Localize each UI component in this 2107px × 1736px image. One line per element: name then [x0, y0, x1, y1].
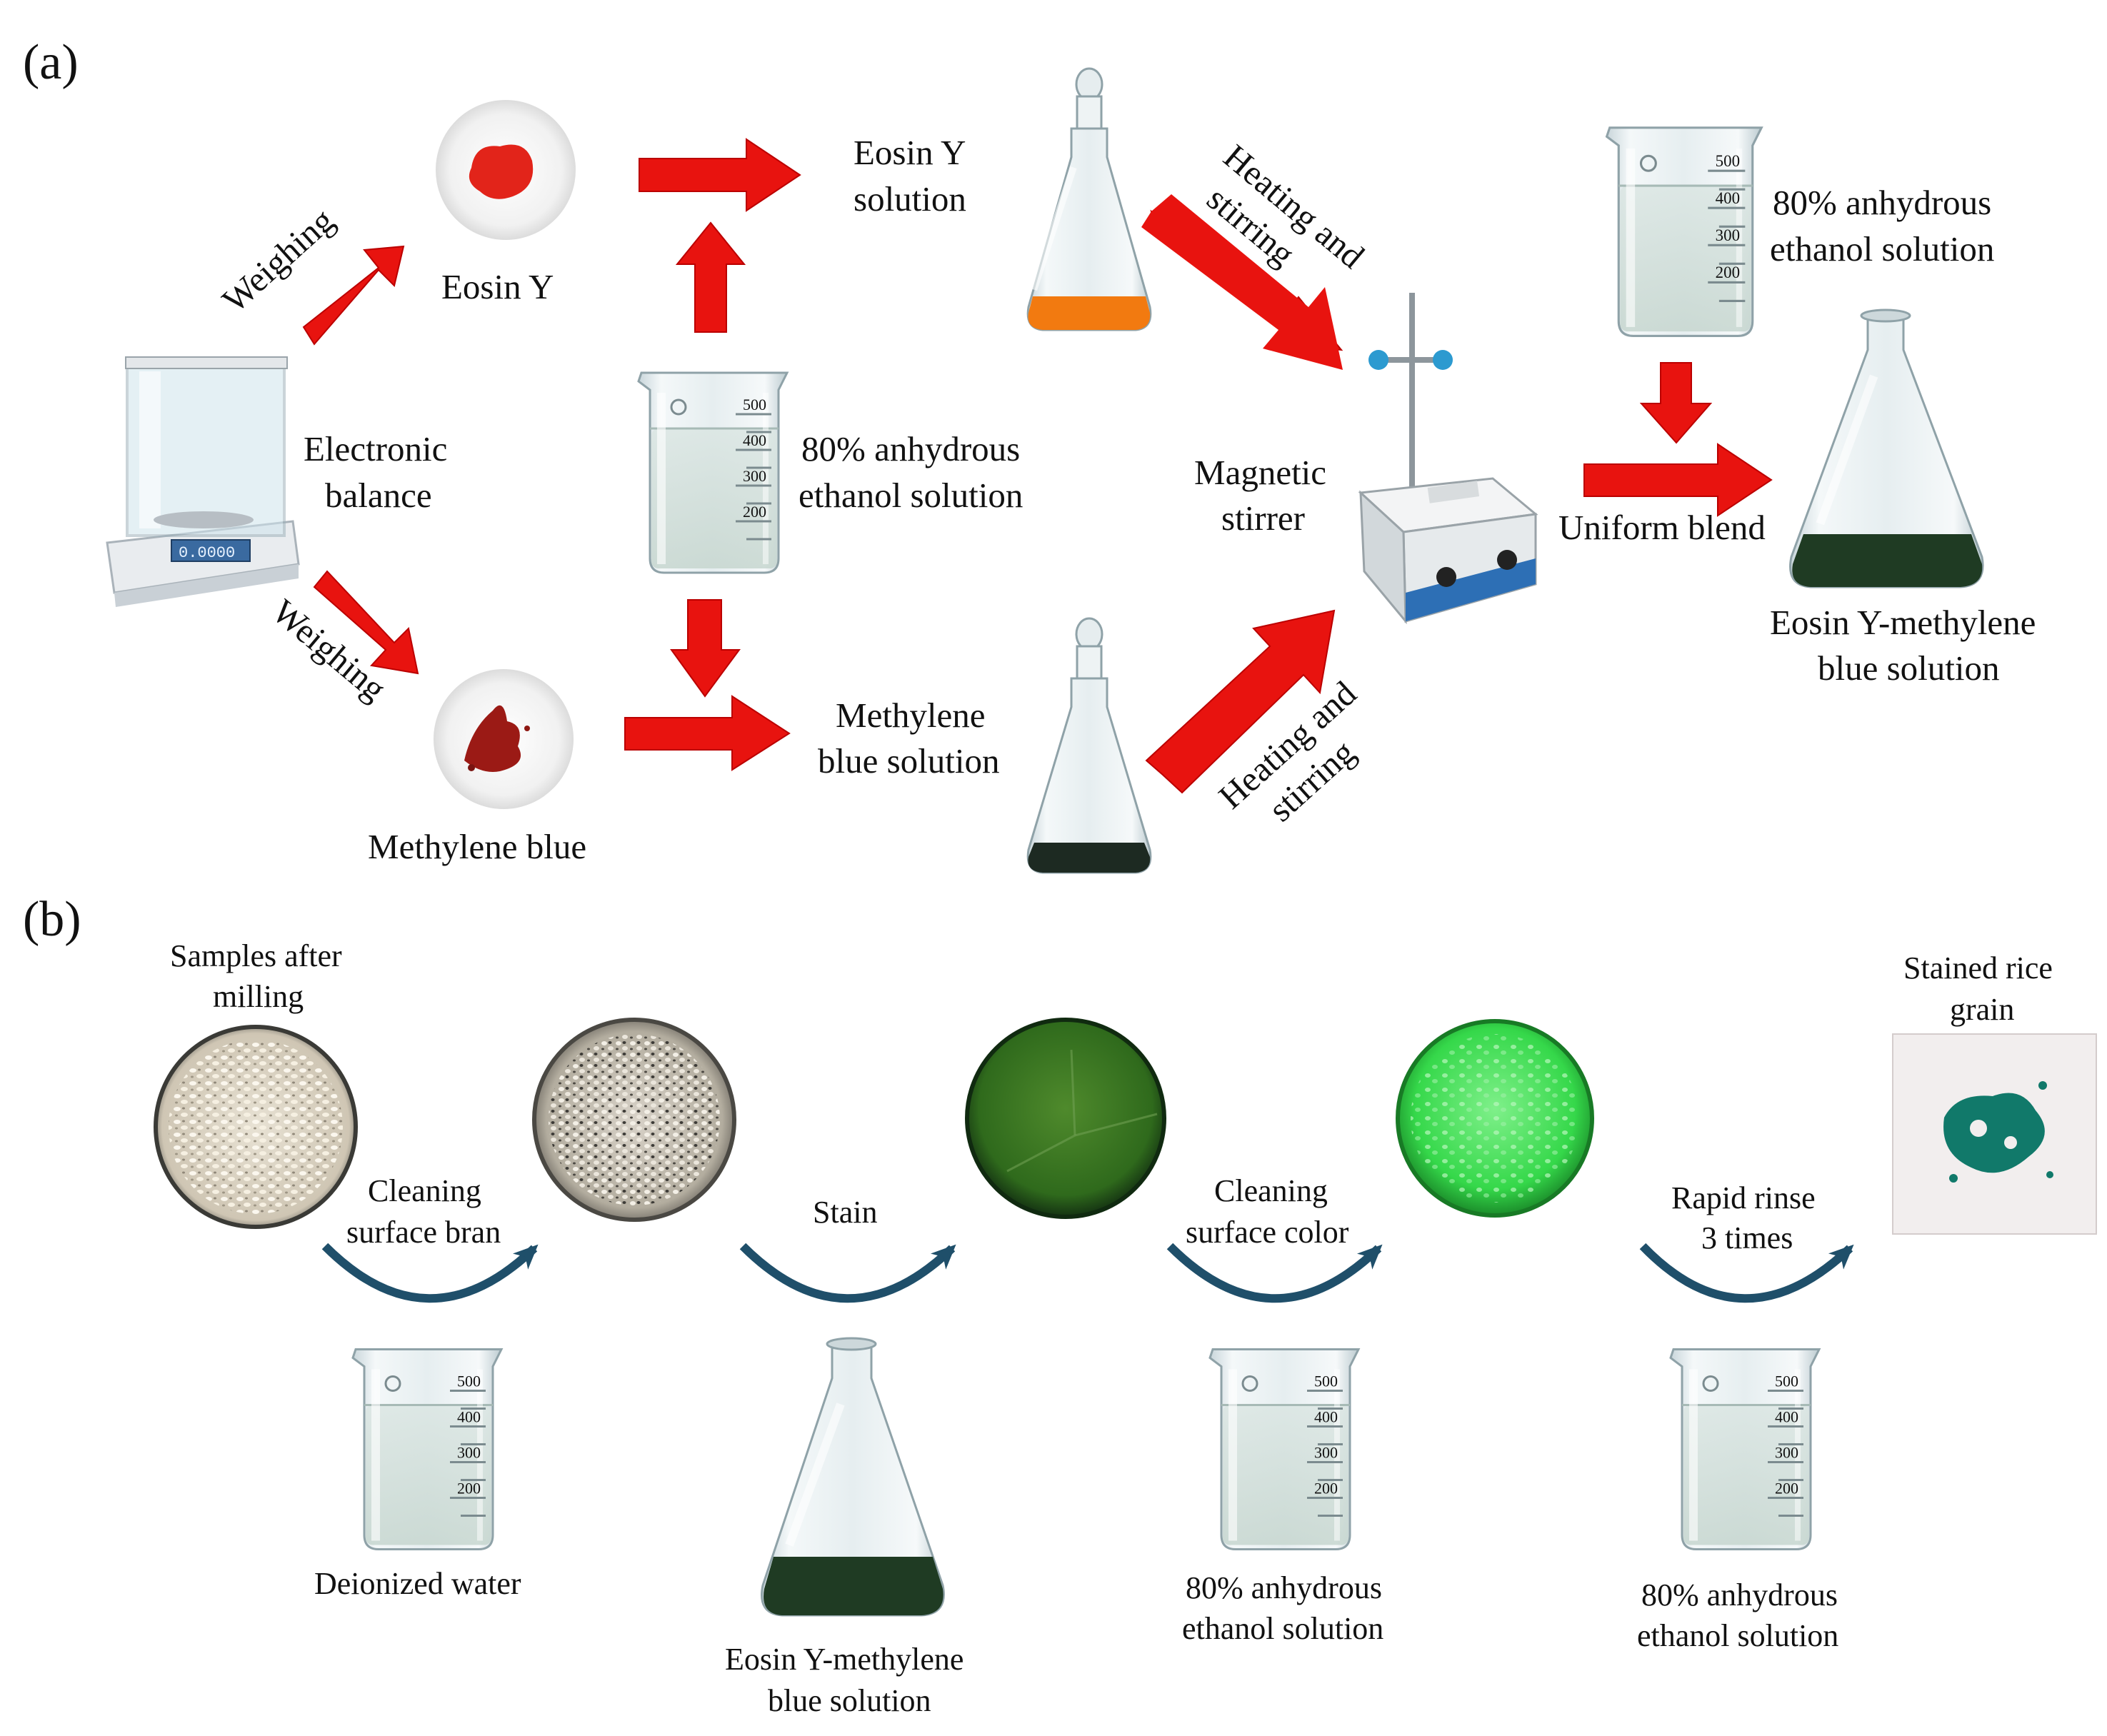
label-ethanol-b1-1: 80% anhydrous: [1186, 1570, 1382, 1605]
curve-arrow-1: [321, 1243, 539, 1303]
label-uniform-blend: Uniform blend: [1558, 508, 1766, 547]
label-methylene-solution-1: Methylene: [836, 696, 986, 735]
methylene-blue-powder-image: [434, 669, 574, 809]
label-eosin-y-solution-2: solution: [854, 179, 966, 219]
label-weighing-bottom: Weighing: [265, 591, 394, 708]
label-samples-2: milling: [213, 979, 304, 1014]
flask-methylene-solution: [1026, 617, 1152, 874]
arrow-beaker-up: [675, 221, 746, 333]
arrow-weighing-up: [302, 245, 405, 346]
label-eosin-y: Eosin Y: [441, 267, 554, 306]
dish-bright-green: [1396, 1019, 1594, 1218]
stained-rice-grain-image: [1892, 1033, 2097, 1235]
panel-b-tag: (b): [23, 892, 81, 947]
label-cleaning-color-1: Cleaning: [1214, 1173, 1328, 1208]
panel-a-tag: (a): [23, 35, 79, 90]
flask-mixture-bottom: [761, 1337, 945, 1617]
curve-arrow-3: [1166, 1243, 1383, 1303]
arrow-eosin-to-solution: [639, 138, 801, 212]
flask-eosin-solution: [1026, 67, 1152, 331]
arrow-methylene-to-solution: [624, 695, 791, 771]
label-methylene-solution-2: blue solution: [818, 741, 1000, 781]
arrow-beaker-down: [670, 599, 741, 698]
balance-display-readout: 0.0000: [179, 544, 235, 562]
label-ethanol-b2-2: ethanol solution: [1637, 1618, 1838, 1653]
beaker-ethanol-b2: [1669, 1348, 1821, 1551]
label-methylene-blue: Methylene blue: [368, 827, 586, 866]
label-weighing-top: Weighing: [215, 201, 341, 321]
label-mixture-b-1: Eosin Y-methylene: [725, 1642, 964, 1677]
label-ethanol-top-1: 80% anhydrous: [1773, 183, 1991, 222]
arrow-heating-top-body: [1141, 194, 1343, 370]
arrow-uniform-blend: [1583, 443, 1773, 517]
arrow-ethanol-down: [1639, 362, 1713, 444]
label-ethanol-top-2: ethanol solution: [1770, 229, 1994, 269]
label-rinse-2: 3 times: [1701, 1220, 1793, 1255]
label-magnetic-stirrer-2: stirrer: [1221, 498, 1305, 538]
dish-milled-samples: [154, 1025, 358, 1229]
label-mixture-b-2: blue solution: [768, 1683, 931, 1718]
arrow-heating-bottom: [1145, 609, 1336, 794]
label-rinse-1: Rapid rinse: [1671, 1180, 1816, 1215]
beaker-ethanol-b1: [1208, 1348, 1360, 1551]
curve-arrow-4: [1639, 1243, 1854, 1303]
label-ethanol-b2-1: 80% anhydrous: [1641, 1577, 1838, 1612]
label-cleaning-bran-1: Cleaning: [368, 1173, 481, 1208]
arrow-weighing-down: [313, 570, 419, 675]
label-ethanol-b1-2: ethanol solution: [1182, 1611, 1383, 1646]
label-eosin-y-solution-1: Eosin Y: [854, 133, 966, 172]
label-electronic-balance-2: balance: [325, 476, 432, 515]
label-ethanol-mid-2: ethanol solution: [799, 476, 1023, 515]
label-ethanol-mid-1: 80% anhydrous: [801, 429, 1020, 468]
label-stained-1: Stained rice: [1903, 950, 2053, 985]
electronic-balance-image: 0.0000: [106, 356, 300, 607]
label-samples-1: Samples after: [170, 938, 342, 973]
label-mixture-a-2: blue solution: [1818, 648, 2000, 688]
label-stain: Stain: [813, 1195, 877, 1230]
beaker-ethanol-right: [1606, 126, 1763, 337]
curve-arrow-2: [739, 1243, 956, 1303]
dish-stained-dark-green: [965, 1018, 1166, 1219]
flask-mixture-right: [1789, 308, 1984, 588]
label-stained-2: grain: [1950, 992, 2014, 1027]
label-cleaning-color-2: surface color: [1186, 1215, 1349, 1250]
label-mixture-a-1: Eosin Y-methylene: [1770, 603, 2036, 642]
label-cleaning-bran-2: surface bran: [346, 1215, 501, 1250]
label-deionized-water: Deionized water: [314, 1566, 521, 1601]
dish-cleaned-bran: [532, 1018, 736, 1222]
beaker-deionized-water: [351, 1348, 503, 1551]
eosin-y-powder-image: [436, 100, 576, 240]
magnetic-stirrer-image: [1358, 293, 1538, 625]
beaker-ethanol-center: [637, 371, 789, 574]
label-magnetic-stirrer-1: Magnetic: [1194, 453, 1326, 492]
label-electronic-balance-1: Electronic: [304, 429, 447, 468]
